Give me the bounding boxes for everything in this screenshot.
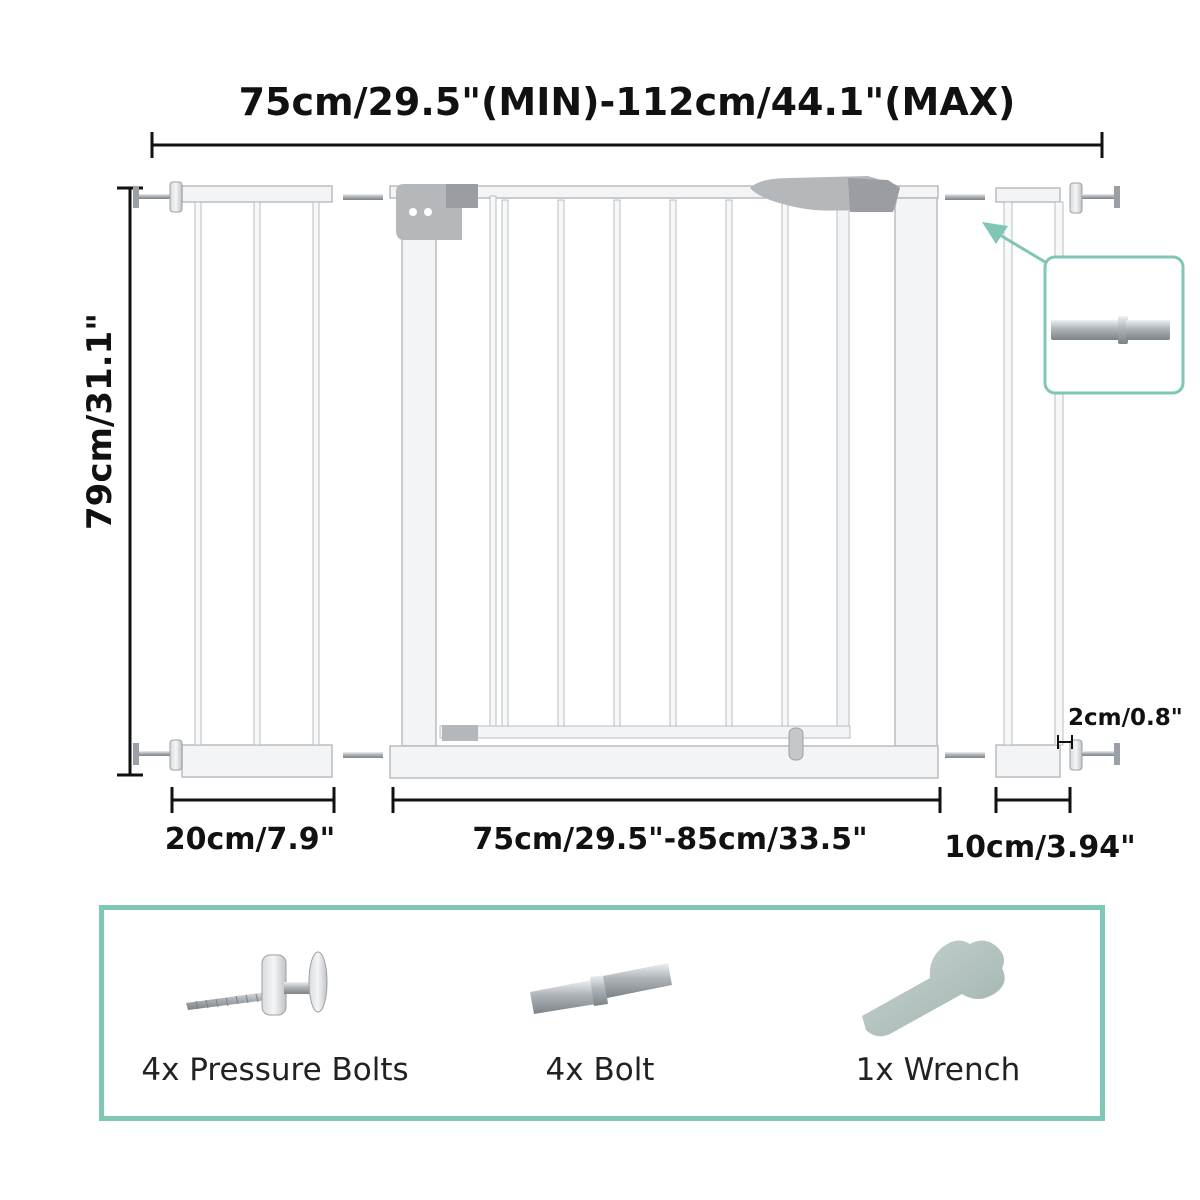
gate-width-dimension-line <box>391 787 942 813</box>
gap-label: 2cm/0.8" <box>1068 705 1183 731</box>
bolt-callout <box>982 222 1185 395</box>
left-extension-panel <box>181 185 333 778</box>
total-width-label: 75cm/29.5"(MIN)-112cm/44.1"(MAX) <box>238 80 1016 124</box>
right-extension-panel <box>995 187 1064 778</box>
right-extension-dimension-line <box>994 787 1072 813</box>
right-bottom-pressure-bolt-icon <box>1069 739 1120 771</box>
connector-pin-icon <box>343 194 383 200</box>
left-extension-dimension-line <box>170 787 336 813</box>
accessory-label-wrench: 1x Wrench <box>855 1052 1021 1088</box>
main-gate-frame <box>389 185 939 779</box>
height-label: 79cm/31.1" <box>80 313 120 530</box>
height-dimension-line <box>117 186 143 777</box>
accessories-panel <box>99 905 1105 1121</box>
accessory-label-bolt: 4x Bolt <box>545 1052 655 1088</box>
connector-pin-icon <box>945 752 985 758</box>
left-extension-label: 20cm/7.9" <box>164 822 336 857</box>
pressure-bolt-icon <box>186 951 328 1016</box>
connector-pin-icon <box>343 752 383 758</box>
left-bottom-pressure-bolt-icon <box>133 739 183 771</box>
wrench-icon <box>862 940 1005 1037</box>
left-top-pressure-bolt-icon <box>133 181 183 213</box>
accessory-label-pressure-bolts: 4x Pressure Bolts <box>141 1052 409 1088</box>
hinge-icon <box>396 184 478 240</box>
bolt-icon <box>530 963 672 1014</box>
total-width-dimension-line <box>150 132 1104 158</box>
right-extension-label: 10cm/3.94" <box>944 830 1136 865</box>
right-top-pressure-bolt-icon <box>1069 182 1120 214</box>
gate-door <box>439 195 851 761</box>
gate-width-label: 75cm/29.5"-85cm/33.5" <box>472 822 868 857</box>
gap-dimension-line <box>1057 735 1073 749</box>
latch-handle-icon <box>750 176 900 212</box>
bolt-icon <box>1051 316 1170 344</box>
connector-pin-icon <box>945 194 985 200</box>
